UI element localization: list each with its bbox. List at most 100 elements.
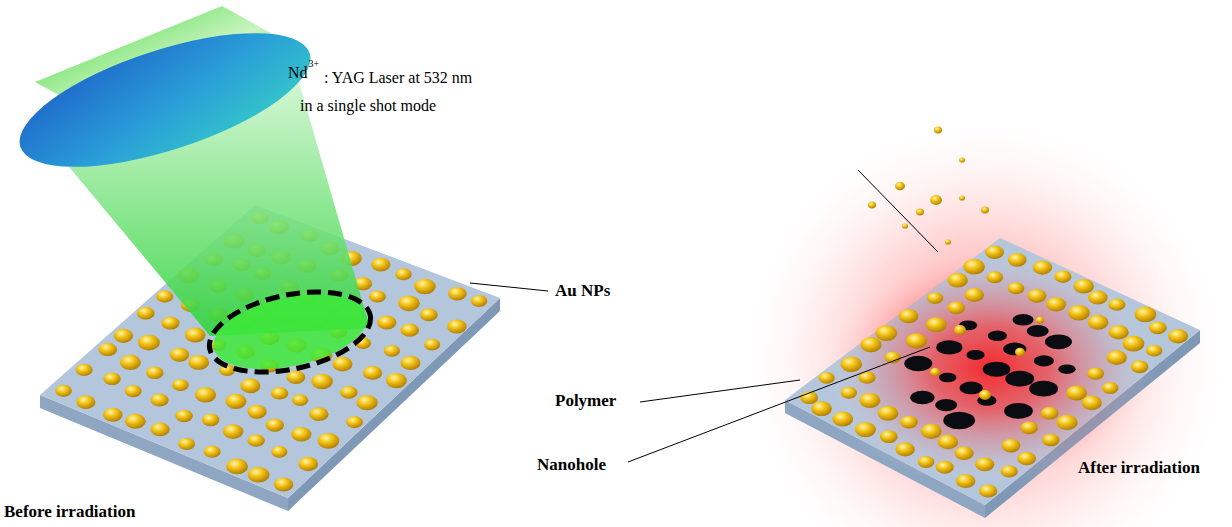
ejected-nanoparticle — [959, 157, 965, 162]
gold-nanoparticle — [226, 459, 248, 475]
nanohole — [966, 350, 984, 360]
nanohole — [1027, 325, 1049, 337]
gold-nanoparticle — [1106, 350, 1126, 365]
gold-nanoparticle — [900, 416, 918, 429]
nanohole — [1003, 343, 1026, 356]
heat-glow — [735, 110, 1232, 527]
gold-nanoparticle — [818, 372, 834, 384]
gold-nanoparticle — [1046, 297, 1066, 311]
gold-nanoparticle — [332, 357, 352, 372]
gold-nanoparticle — [947, 273, 967, 288]
heat-glow — [820, 248, 1160, 488]
gold-nanoparticle — [150, 393, 168, 406]
gold-nanoparticle — [1074, 279, 1094, 294]
ejected-nanoparticle — [902, 223, 908, 228]
ejected-nanoparticle — [945, 239, 951, 244]
gold-nanoparticle — [248, 467, 270, 483]
gold-nanoparticle — [346, 416, 363, 428]
gold-nanoparticle — [248, 434, 265, 446]
gold-nanoparticle — [424, 339, 440, 351]
gold-nanoparticle — [138, 335, 160, 351]
gold-nanoparticle — [398, 295, 420, 311]
gold-nanoparticle — [103, 373, 120, 386]
nanohole — [1004, 403, 1033, 419]
gold-nanoparticle — [880, 430, 898, 443]
gold-nanoparticle — [471, 295, 488, 307]
gold-nanoparticle — [895, 442, 915, 456]
gold-nanoparticle — [956, 474, 976, 488]
gold-nanoparticle — [899, 309, 919, 323]
gold-nanoparticle — [178, 438, 195, 450]
nanohole — [904, 356, 932, 371]
gold-nanoparticle — [975, 458, 994, 472]
laser-label: : YAG Laser at 532 nm in a single shot m… — [300, 64, 484, 120]
gold-nanoparticle — [878, 406, 899, 421]
ejected-nanoparticle — [895, 182, 905, 191]
gold-nanoparticle — [286, 370, 305, 383]
gold-nanoparticle — [1042, 434, 1060, 447]
gold-nanoparticle — [401, 324, 419, 337]
gold-nanoparticle — [125, 385, 142, 397]
gold-nanoparticle — [855, 422, 876, 437]
nanohole — [1005, 371, 1034, 387]
gold-nanoparticle — [120, 355, 141, 370]
gold-nanoparticle — [1108, 299, 1125, 311]
ejected-nanoparticle — [930, 368, 940, 377]
gold-nanoparticle — [274, 478, 293, 492]
nanohole — [1045, 334, 1072, 349]
nanohole — [1013, 314, 1034, 326]
gold-nanoparticle — [985, 245, 1004, 258]
nanohole — [936, 340, 962, 354]
gold-nanoparticle — [356, 395, 377, 410]
gold-nanoparticle — [876, 325, 898, 341]
gold-nanoparticle — [1033, 261, 1053, 275]
gold-nanoparticle — [1102, 382, 1119, 394]
gold-nanoparticle — [948, 302, 966, 315]
gold-nanoparticle — [926, 317, 947, 332]
gold-nanoparticle — [1123, 336, 1145, 352]
gold-nanoparticle — [918, 456, 935, 468]
gold-nanoparticle — [202, 414, 219, 427]
gold-nanoparticle — [1002, 439, 1021, 453]
gold-nanoparticle — [979, 484, 997, 497]
gold-nanoparticle — [170, 348, 190, 362]
gold-nanoparticle — [363, 366, 382, 380]
ejected-nanoparticle — [954, 325, 966, 335]
gold-nanoparticle — [906, 333, 927, 348]
ejected-nanoparticle — [979, 390, 991, 400]
gold-nanoparticle — [188, 355, 209, 370]
nanohole — [1058, 364, 1075, 374]
gold-nanoparticle — [195, 387, 216, 402]
leader-line — [628, 347, 930, 462]
gold-nanoparticle — [240, 379, 260, 394]
gold-nanoparticle — [840, 357, 862, 373]
gold-nanoparticle — [161, 317, 179, 330]
ejected-nanoparticle — [868, 202, 876, 209]
gold-nanoparticle — [384, 345, 400, 357]
gold-nanoparticle — [860, 337, 881, 352]
gold-nanoparticle — [223, 424, 244, 439]
gold-nanoparticle — [955, 446, 974, 460]
gold-nanoparticle — [1068, 305, 1090, 321]
gold-nanoparticle — [247, 405, 266, 419]
gold-nanoparticle — [151, 423, 170, 437]
part-label: Nanohole — [537, 455, 606, 475]
ejected-nanoparticle — [1036, 317, 1044, 324]
gold-nanoparticle — [271, 387, 288, 400]
gold-nanoparticle — [1146, 345, 1163, 357]
gold-nanoparticle — [311, 374, 333, 390]
nanohole — [960, 382, 983, 395]
gold-nanoparticle — [318, 433, 340, 449]
ejected-nanoparticle — [934, 127, 942, 134]
ejected-nanoparticle — [916, 209, 924, 216]
gold-nanoparticle — [291, 427, 311, 441]
gold-nanoparticle — [55, 385, 72, 397]
gold-nanoparticle — [175, 410, 192, 423]
laser-spot — [207, 283, 374, 382]
gold-nanoparticle — [1054, 270, 1071, 282]
gold-nanoparticle — [963, 259, 985, 275]
gold-nanoparticle — [225, 394, 246, 409]
gold-nanoparticle — [938, 435, 958, 450]
gold-nanoparticle — [266, 419, 284, 432]
